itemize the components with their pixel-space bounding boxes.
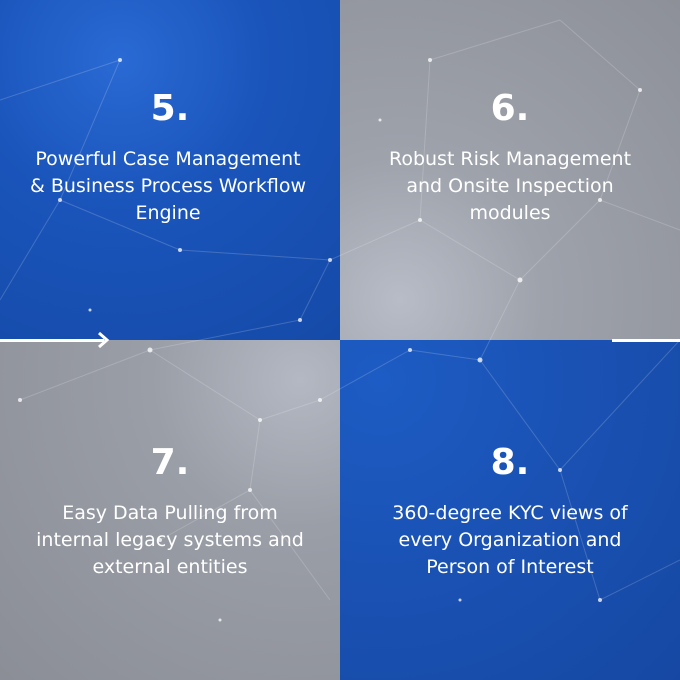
arrow-right-icon	[98, 331, 110, 349]
card-5-number: 5.	[150, 88, 190, 129]
card-7-text: Easy Data Pulling from internal legacy s…	[36, 502, 304, 578]
card-6-number: 6.	[490, 88, 530, 129]
card-6-text: Robust Risk Management and Onsite Inspec…	[388, 148, 632, 224]
card-8-background	[340, 340, 680, 680]
card-5-text: Powerful Case Management & Business Proc…	[29, 148, 307, 224]
left-arrow-line	[0, 339, 104, 342]
card-8-number: 8.	[490, 442, 530, 483]
right-divider-line	[612, 339, 680, 342]
card-8-text: 360-degree KYC views of every Organizati…	[392, 502, 628, 578]
card-6-background	[340, 0, 680, 340]
card-7-background	[0, 340, 340, 680]
card-7-number: 7.	[150, 442, 190, 483]
card-5-background	[0, 0, 340, 340]
